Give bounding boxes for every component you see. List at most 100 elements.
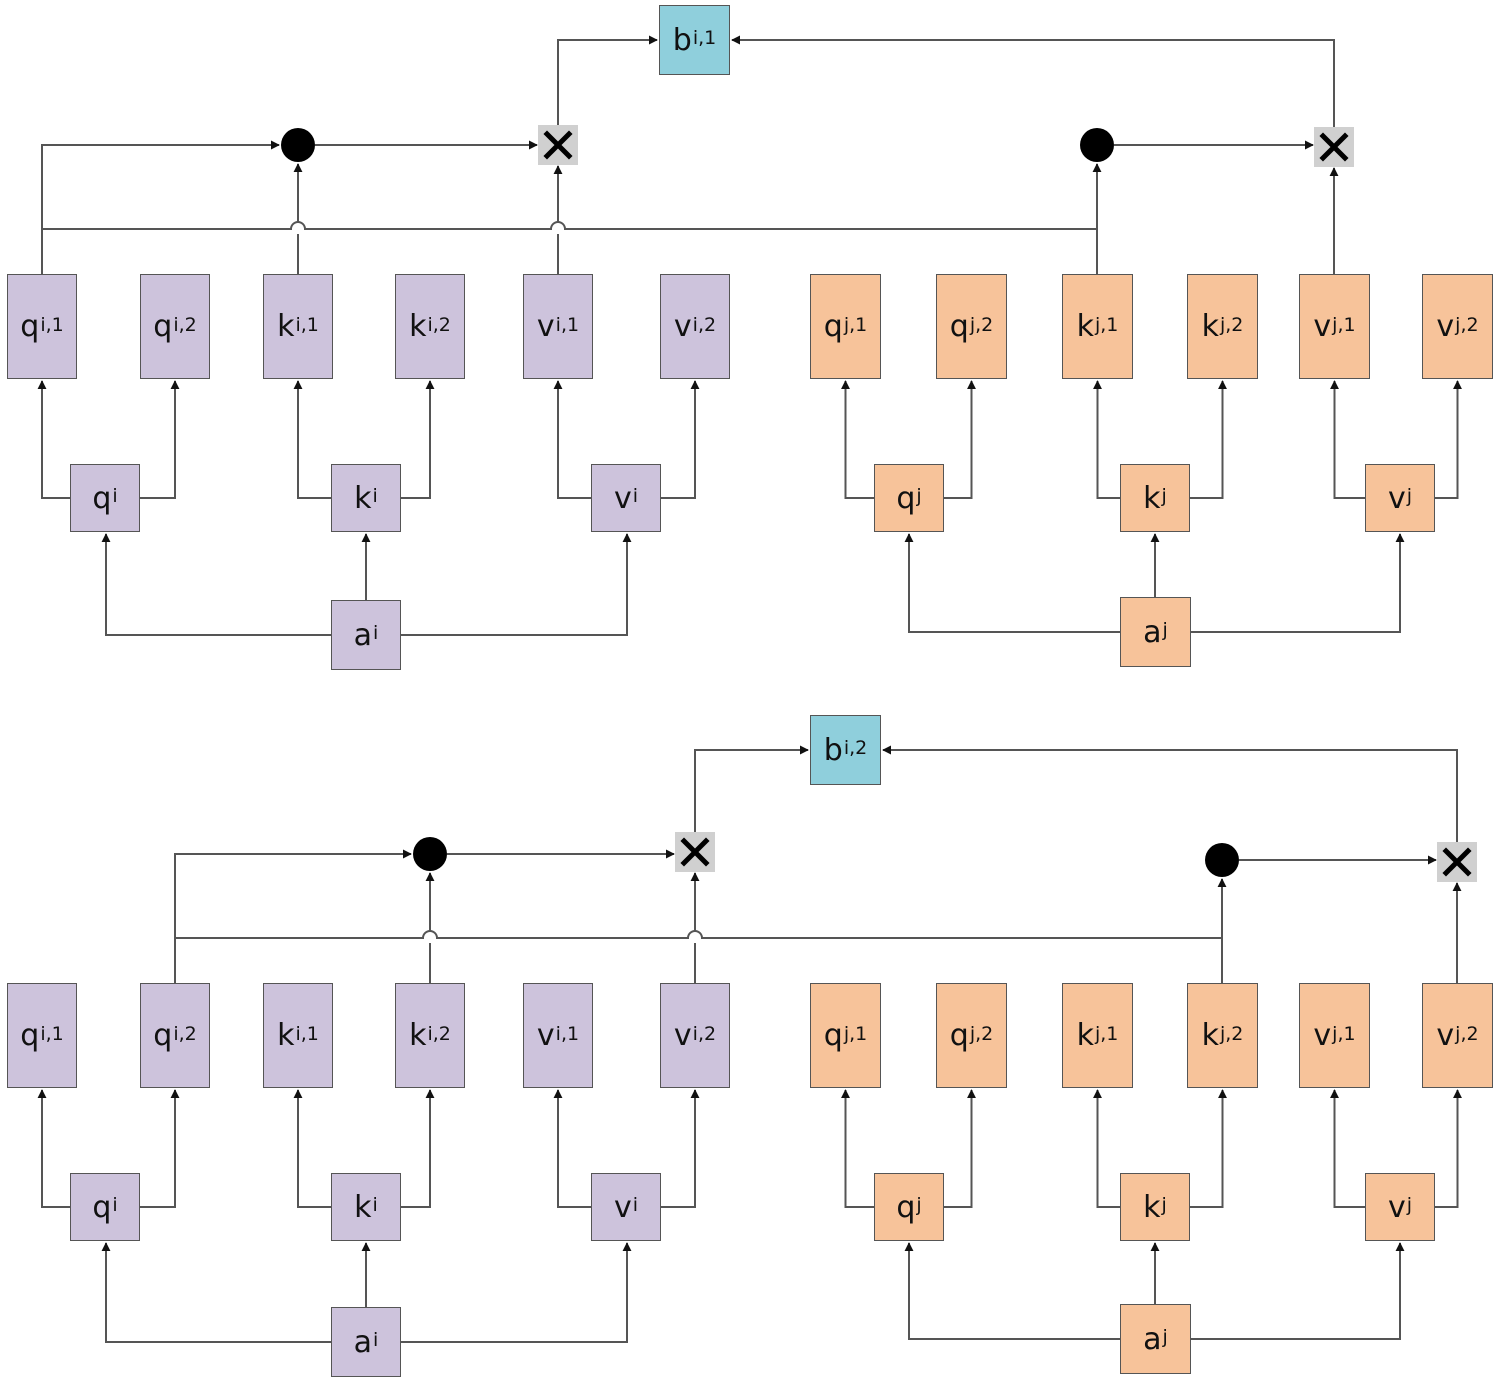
node-label-base: v: [536, 1018, 555, 1053]
node-label-superscript: i: [632, 485, 639, 507]
node-label-superscript: i,1: [295, 1022, 319, 1045]
node-label-superscript: i,2: [173, 1022, 197, 1045]
node-label-superscript: j: [1162, 1326, 1168, 1348]
node-label-superscript: i: [372, 1194, 378, 1216]
node-label-superscript: i,2: [843, 737, 868, 759]
wire-split-left: [1093, 1089, 1120, 1208]
wire-split-right: [401, 1089, 435, 1208]
wire-split-left: [841, 1089, 874, 1208]
node-label-base: k: [1201, 1018, 1219, 1053]
node-label-base: v: [1436, 1018, 1455, 1053]
dot-product-icon: [1205, 843, 1239, 877]
node-label-superscript: i: [632, 1194, 639, 1216]
node-label-base: k: [354, 480, 372, 516]
node-label-base: q: [153, 309, 173, 344]
node-label-superscript: i,2: [173, 313, 197, 336]
dot-product-icon: [1080, 128, 1114, 162]
node-label-base: k: [1143, 1189, 1161, 1225]
wire-split-right: [401, 380, 435, 499]
node-label-base: q: [92, 480, 112, 516]
node-label-base: b: [823, 732, 843, 768]
node-label-base: q: [896, 480, 916, 516]
node-label-base: v: [613, 480, 632, 516]
node-label-base: q: [949, 309, 969, 344]
node-label-superscript: i: [372, 485, 378, 507]
node-label-base: v: [673, 1018, 692, 1053]
wire-query-to-dot-j: [42, 163, 1102, 230]
multiply-icon: [538, 125, 578, 165]
node-label-base: k: [1201, 309, 1219, 344]
wire-input-to-q: [101, 533, 331, 636]
node-label-base: k: [1143, 480, 1161, 516]
node-label-superscript: i,1: [555, 313, 580, 336]
node-label-base: b: [672, 22, 692, 58]
node-label-superscript: j,2: [1219, 1022, 1244, 1045]
node-label-base: v: [1313, 309, 1332, 344]
node-label-base: v: [613, 1189, 632, 1225]
node-label-superscript: j: [1162, 619, 1168, 641]
node-label-superscript: i,1: [692, 27, 717, 49]
node-label-superscript: j,1: [1094, 313, 1119, 336]
node-label-superscript: i,1: [40, 1022, 64, 1045]
wire-split-right: [1190, 1089, 1227, 1208]
node-label-base: v: [1387, 1189, 1406, 1225]
node-label-superscript: j,1: [1094, 1022, 1119, 1045]
node-label-superscript: i: [373, 622, 379, 644]
wire-split-right: [944, 380, 976, 499]
wire-split-right: [1435, 1089, 1462, 1208]
multiply-icon: [675, 832, 715, 872]
wire-input-to-q: [904, 533, 1120, 633]
node-label-base: a: [1143, 1321, 1162, 1357]
node-label-superscript: i,2: [427, 313, 451, 336]
node-label-base: v: [673, 309, 692, 344]
node-label-superscript: j,2: [1219, 313, 1244, 336]
wire-input-to-v: [401, 533, 632, 636]
node-label-base: k: [277, 1018, 295, 1053]
node-label-superscript: j,2: [969, 1022, 994, 1045]
node-label-base: q: [823, 1018, 843, 1053]
node-label-superscript: j,2: [969, 313, 994, 336]
wire-query-to-dot-i: [174, 849, 412, 983]
multiply-icon: [1437, 842, 1477, 882]
wire-split-right: [661, 380, 700, 499]
node-label-superscript: j: [1161, 1194, 1167, 1216]
wire-split-right: [661, 1089, 700, 1208]
wire-input-to-v: [401, 1242, 632, 1343]
wire-query-to-dot-i: [41, 140, 280, 274]
node-label-base: q: [20, 309, 40, 344]
node-label-base: v: [1436, 309, 1455, 344]
wire-query-to-dot-j: [175, 878, 1227, 939]
node-label-base: q: [896, 1189, 916, 1225]
node-label-base: k: [1076, 309, 1094, 344]
node-label-superscript: i,1: [555, 1022, 580, 1045]
wire-split-left: [37, 1089, 70, 1208]
wire-mul-j-to-output: [882, 745, 1458, 842]
node-label-superscript: j,1: [843, 1022, 868, 1045]
node-label-superscript: i: [373, 1329, 379, 1351]
node-label-base: a: [353, 1324, 373, 1360]
node-label-superscript: j,1: [843, 313, 868, 336]
node-label-superscript: i,2: [427, 1022, 451, 1045]
